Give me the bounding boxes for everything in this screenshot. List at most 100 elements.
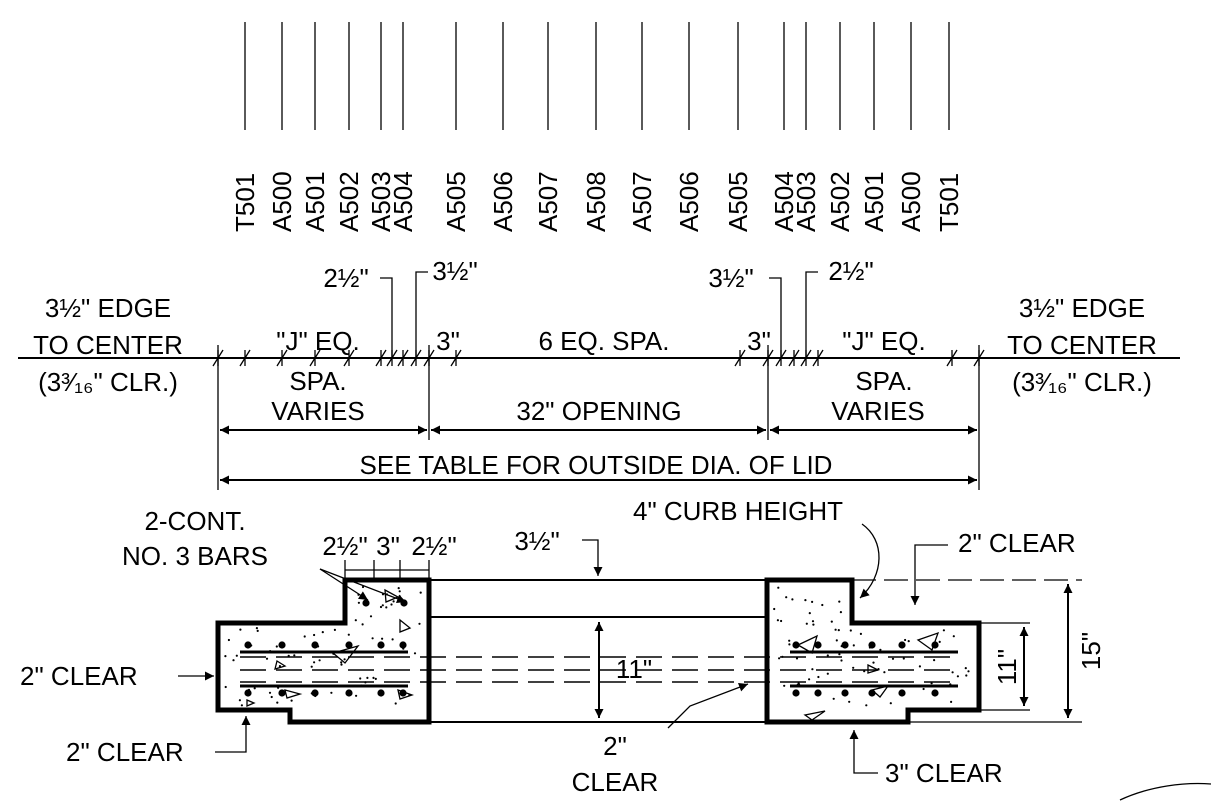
bar-mark-label: A507 [627,171,657,232]
dim-3-left: 3" [436,326,460,356]
concrete-stipple [783,684,786,687]
concrete-stipple [343,658,346,661]
clear-center-line1: 2" [603,731,627,761]
bar-mark-label: A506 [488,171,518,232]
dim-2-half-right: 2½" [828,256,873,286]
concrete-stipple [238,699,241,702]
rebar-dot [841,689,849,697]
concrete-stipple [795,657,799,660]
concrete-stipple [956,675,960,678]
concrete-stipple [904,638,907,642]
concrete-stipple [808,678,811,681]
rebar-dot [345,641,353,649]
concrete-stipple [918,665,922,668]
rebar-dot [792,689,800,697]
concrete-stipple [826,654,829,657]
concrete-stipple [276,701,279,704]
concrete-stipple [278,665,281,668]
concrete-stipple [821,603,824,607]
rebar-dot [345,689,353,697]
concrete-stipple [805,622,808,625]
bar-mark-label: A508 [581,171,611,232]
concrete-stipple [364,681,367,684]
rebar-dot [278,641,286,649]
dim-3-half-left: 3½" [432,256,477,286]
concrete-stipple [398,590,401,593]
concrete-stipple [293,654,296,657]
bar-mark-label: A500 [896,171,926,232]
concrete-stipple [310,665,313,668]
rebar-dot [377,641,385,649]
edge-to-center-right-line1: 3½" EDGE [1019,293,1145,323]
curb-height: 4" CURB HEIGHT [633,496,843,526]
concrete-stipple [950,700,953,704]
concrete-stipple [333,628,336,632]
concrete-stipple [952,635,955,638]
bar-mark-label: A507 [533,171,563,232]
concrete-stipple [361,623,364,626]
top-dim-3: 3" [376,531,400,561]
rebar-dot [868,641,876,649]
varies-left: VARIES [271,396,364,426]
concrete-stipple [318,659,321,662]
concrete-stipple [269,650,272,653]
concrete-stipple [811,620,815,623]
concrete-stipple [385,606,388,609]
concrete-stipple [837,629,840,632]
concrete-stipple [379,605,383,609]
concrete-stipple [340,663,343,666]
dim-3-right: 3" [747,326,771,356]
concrete-stipple [255,627,258,630]
dim-3-half-section: 3½" [514,526,559,556]
bar-mark-label: T501 [230,173,260,232]
concrete-stipple [964,667,967,670]
concrete-stipple [859,632,863,636]
rebar-dot [244,689,252,697]
dim-2-half-left: 2½" [323,263,368,293]
concrete-stipple [852,644,855,647]
concrete-stipple [930,682,933,685]
concrete-stipple [371,637,374,640]
concrete-stipple [907,640,910,643]
concrete-stipple [227,638,230,642]
bar-mark-label: A500 [267,171,297,232]
bar-mark-leaders [244,22,950,130]
concrete-stipple [361,585,365,589]
bar-mark-label: A501 [300,171,330,232]
depth-center-11: 11" [616,654,652,684]
concrete-stipple [937,684,941,688]
concrete-stipple [366,676,369,680]
top-dim-2half-a: 2½" [322,531,367,561]
bar-mark-label: A503 [366,171,396,232]
concrete-stipple [330,691,333,694]
j-eq-right: "J" EQ. [842,326,925,356]
bar-mark-label: T501 [934,173,964,232]
bar-mark-label: A501 [859,171,889,232]
concrete-stipple [883,671,886,674]
bar-mark-label: A506 [674,171,704,232]
concrete-stipple [224,685,227,689]
concrete-stipple [313,633,316,637]
concrete-stipple [381,637,384,640]
concrete-stipple [788,643,791,646]
concrete-stipple [933,659,936,662]
concrete-stipple [256,629,259,633]
bar-mark-label: A502 [334,171,364,232]
concrete-stipple [838,600,841,603]
bar-mark-label: A505 [723,171,753,232]
rebar-dot [377,689,385,697]
bar-mark-label: A503 [791,171,821,232]
concrete-stipple [902,657,905,660]
rebar-dot [898,641,906,649]
concrete-stipple [357,601,360,604]
concrete-stipple [265,657,269,660]
concrete-stipple [374,677,377,681]
cont-bars-line2: NO. 3 BARS [122,541,268,571]
concrete-stipple [965,674,968,677]
concrete-stipple [938,640,941,644]
concrete-stipple [392,600,395,603]
rebar-dot [931,689,939,697]
concrete-stipple [277,686,280,689]
concrete-stipple [303,635,306,638]
